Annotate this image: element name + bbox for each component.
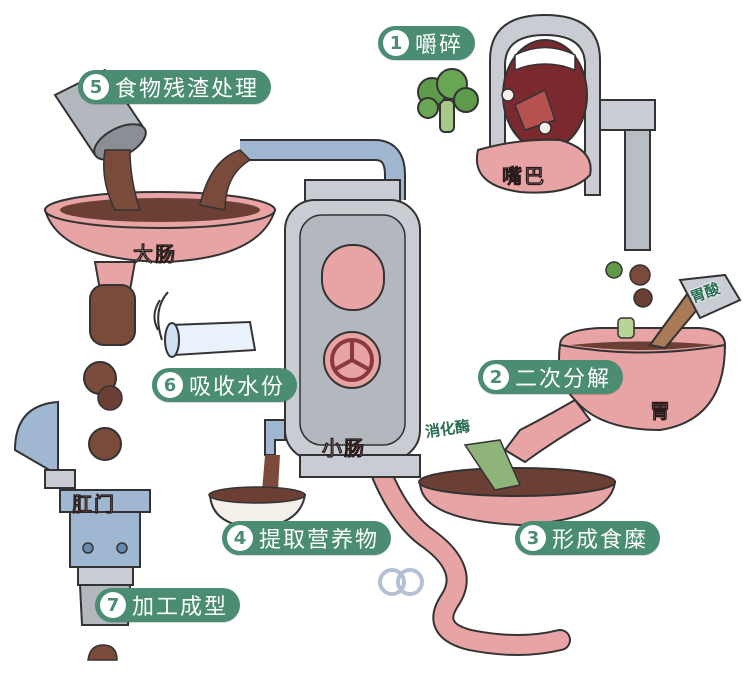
step-5-residue: 5 食物残渣处理: [78, 70, 272, 104]
gastric-acid-bottle: [648, 273, 742, 350]
intestine-tube: [369, 459, 571, 656]
step-3-chyme: 3 形成食糜: [515, 521, 661, 555]
organ-large-intestine: 大肠: [133, 242, 177, 267]
step-7-label: 加工成型: [132, 595, 229, 620]
mouth: [475, 13, 601, 196]
step-1-number: 1: [383, 30, 409, 56]
stomach: [503, 317, 727, 464]
organ-small-intestine: 小肠: [322, 436, 366, 461]
step-5-number: 5: [83, 74, 109, 100]
residue-pipe: [53, 68, 147, 211]
organ-anus: 肛门: [72, 492, 116, 517]
step-4-nutrients: 4 提取营养物: [222, 521, 392, 555]
step-7-shape: 7 加工成型: [95, 588, 241, 622]
step-4-number: 4: [227, 525, 253, 551]
step-6-number: 6: [157, 372, 183, 398]
esophagus-pipe: [594, 99, 656, 251]
watermark-logo: [378, 568, 424, 596]
step-1-chew: 1 嚼碎: [378, 26, 476, 60]
step-3-label: 形成食糜: [552, 528, 649, 553]
step-2-number: 2: [483, 364, 509, 390]
stool-pellets: [83, 261, 653, 461]
chyme-bowl: [418, 439, 617, 527]
organ-mouth: 嘴巴: [502, 164, 546, 189]
step-6-water: 6 吸收水份: [152, 368, 298, 402]
step-3-number: 3: [520, 525, 546, 551]
step-1-label: 嚼碎: [415, 33, 464, 58]
step-4-label: 提取营养物: [259, 528, 380, 553]
broccoli-icon: [417, 68, 479, 133]
step-7-number: 7: [100, 592, 126, 618]
step-6-label: 吸收水份: [189, 375, 286, 400]
large-intestine-bowl: [43, 149, 277, 346]
step-2-digest: 2 二次分解: [478, 360, 624, 394]
step-2-label: 二次分解: [515, 367, 612, 392]
water-absorption-horn: [153, 291, 257, 358]
small-intestine-machine: [240, 139, 421, 492]
step-5-label: 食物残渣处理: [115, 77, 260, 102]
organ-stomach: 胃: [650, 399, 672, 424]
